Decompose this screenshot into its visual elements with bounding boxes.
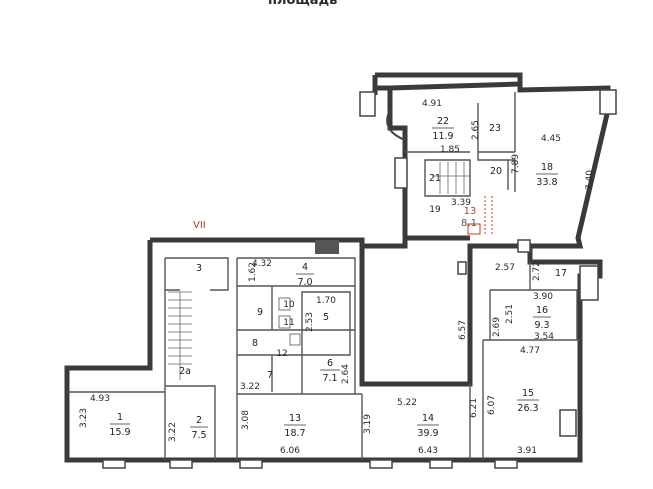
toilet-icon	[278, 297, 301, 346]
dim-label: 3.08	[241, 410, 251, 430]
room-22-area: 11.9	[432, 131, 453, 142]
room-7-number: 7	[267, 370, 273, 381]
dim-label: 4.93	[90, 394, 110, 404]
dim-label: 2.64	[341, 364, 351, 384]
plan-title: площадь	[268, 0, 337, 8]
pier-block	[359, 91, 376, 117]
lower-block	[64, 237, 603, 469]
room-17-number: 17	[555, 268, 567, 279]
dim-label: 3.90	[533, 292, 553, 302]
room-2-number: 2	[196, 415, 202, 426]
room-14-number: 14	[422, 413, 434, 424]
dim-label: 7.40	[585, 170, 595, 190]
dim-label: 4.91	[422, 99, 442, 109]
pier-block	[517, 239, 531, 253]
dim-label: 1.85	[440, 145, 460, 155]
dim-label: 2.57	[495, 263, 515, 273]
room-6-area: 7.1	[322, 373, 337, 384]
room-18-area: 33.8	[536, 177, 557, 188]
room-12-number: 12	[276, 349, 287, 359]
dim-label: 3.22	[168, 422, 178, 442]
dim-label: 1.70	[316, 296, 336, 306]
room-1-number: 1	[117, 412, 123, 423]
pier-block	[457, 261, 467, 275]
dim-label: 6.07	[487, 395, 497, 415]
room-18-number: 18	[541, 162, 553, 173]
room-2a-number: 2а	[179, 366, 191, 377]
red-room-number: 13	[464, 206, 477, 217]
room-22-number: 22	[437, 116, 449, 127]
room-23-number: 23	[489, 123, 501, 134]
red-room-area: 8.1	[461, 218, 477, 229]
dim-label: 3.22	[240, 382, 260, 392]
dim-label: 5.22	[397, 398, 417, 408]
room-15-area: 26.3	[517, 403, 538, 414]
dim-label: 1.62	[248, 262, 258, 282]
room-3-number: 3	[196, 263, 202, 274]
room-20-number: 20	[490, 166, 502, 177]
room-2-area: 7.5	[191, 430, 206, 441]
room-4-number: 4	[302, 262, 308, 273]
room-13-area: 18.7	[284, 428, 305, 439]
room-1-area: 15.9	[109, 427, 130, 438]
room-5-number: 5	[323, 312, 329, 323]
room-21-number: 21	[429, 173, 441, 184]
dim-label: 3.39	[451, 198, 471, 208]
dim-label: 6.06	[280, 446, 300, 456]
room-4-area: 7.0	[297, 277, 312, 288]
pier-block	[599, 89, 617, 115]
dim-label: 3.19	[363, 414, 373, 434]
bottom-windows	[102, 265, 599, 469]
room-8-number: 8	[252, 338, 258, 349]
room-16-number: 16	[536, 305, 548, 316]
dim-label: 4.32	[252, 259, 272, 269]
dim-label: 4.77	[520, 346, 540, 356]
dim-label: 2.72	[532, 261, 542, 281]
room-15-number: 15	[522, 388, 534, 399]
dim-label: 3.91	[517, 446, 537, 456]
dimension-labels: 4.91 2.65 1.85 4.45 7.89 7.40 3.39 4.32 …	[79, 99, 595, 456]
lower-stair-icon	[168, 291, 192, 380]
dim-label: 3.54	[534, 332, 554, 342]
dim-label: 6.57	[458, 320, 468, 340]
upper-stair-icon	[432, 162, 470, 194]
dim-label: 2.51	[505, 304, 515, 324]
room-6-number: 6	[327, 358, 333, 369]
room-9-number: 9	[257, 307, 263, 318]
dim-label: 7.89	[511, 154, 521, 174]
room-11-number: 11	[283, 318, 294, 328]
floor-label: VII	[193, 220, 206, 231]
room-16-area: 9.3	[534, 320, 549, 331]
dim-label: 3.23	[79, 408, 89, 428]
room-13-number: 13	[289, 413, 301, 424]
dim-label: 2.69	[492, 317, 502, 337]
room-19-number: 19	[429, 205, 441, 215]
dim-label: 2.53	[305, 312, 315, 332]
upper-wing	[359, 72, 617, 249]
room-labels: 1 15.9 2 7.5 2а 3 4 7.0 5 6 7.1 7 8 9 10…	[109, 116, 567, 441]
dim-label: 6.21	[469, 398, 479, 418]
pier-block	[394, 157, 408, 189]
dim-label: 6.43	[418, 446, 438, 456]
dim-label: 2.65	[471, 120, 481, 140]
room-10-number: 10	[283, 300, 295, 310]
room-14-area: 39.9	[417, 428, 438, 439]
red-marker	[467, 223, 481, 235]
dim-label: 4.45	[541, 134, 561, 144]
ventilation-shaft	[315, 240, 339, 254]
